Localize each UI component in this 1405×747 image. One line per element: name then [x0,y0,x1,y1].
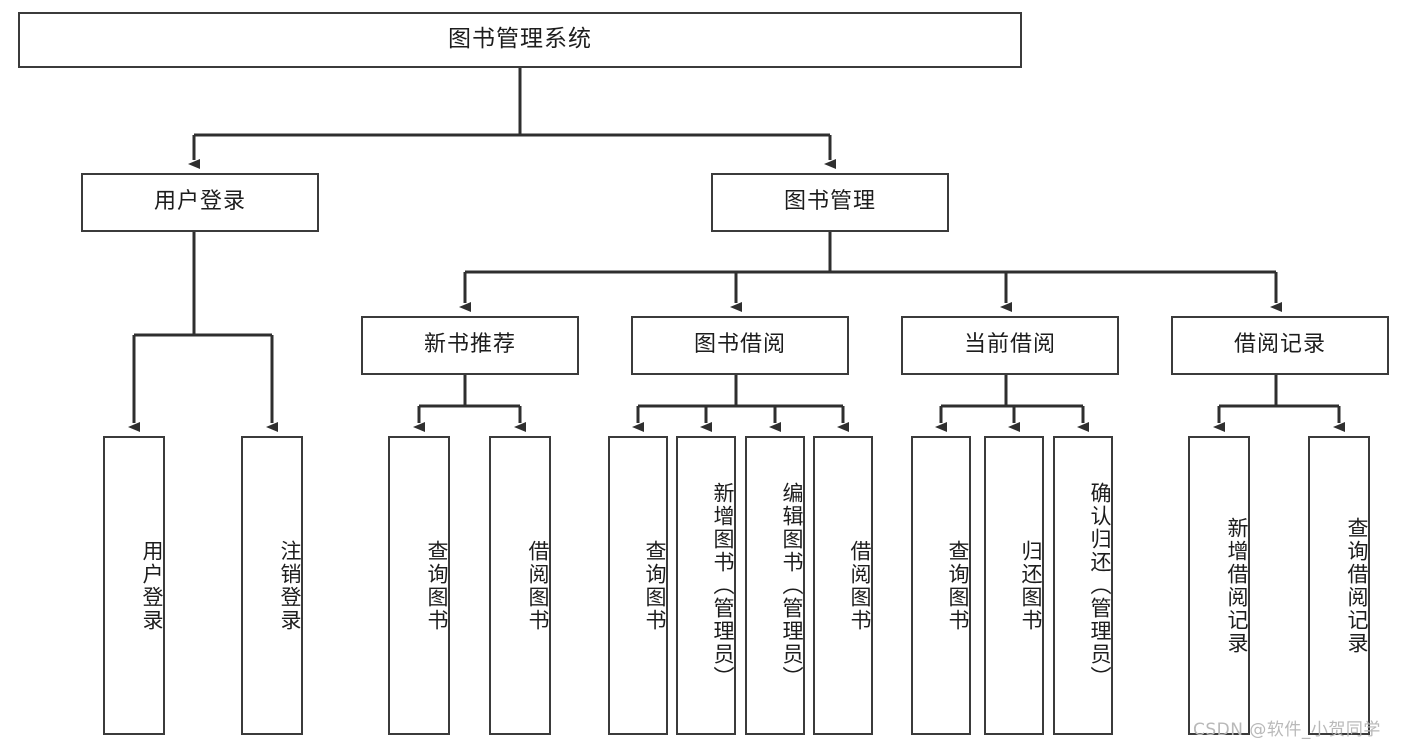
node-book-borrow-label: 图书借阅 [693,332,786,358]
node-leaf-query-book-1[interactable]: 查询图书 [388,436,450,735]
node-new-book-rec[interactable]: 新书推荐 [361,316,579,375]
node-book-manage[interactable]: 图书管理 [711,173,949,232]
node-leaf-add-book-label: 新增图书（管理员） [711,482,735,689]
node-new-book-rec-label: 新书推荐 [423,332,516,358]
node-book-manage-label: 图书管理 [783,189,876,215]
node-leaf-user-login[interactable]: 用户登录 [103,436,165,735]
node-root[interactable]: 图书管理系统 [18,12,1022,68]
node-leaf-add-record[interactable]: 新增借阅记录 [1188,436,1250,735]
node-leaf-confirm-return-label: 确认归还（管理员） [1088,482,1112,689]
node-leaf-query-book-2[interactable]: 查询图书 [608,436,668,735]
node-leaf-add-book[interactable]: 新增图书（管理员） [676,436,736,735]
node-borrow-record[interactable]: 借阅记录 [1171,316,1389,375]
node-book-borrow[interactable]: 图书借阅 [631,316,849,375]
node-leaf-confirm-return[interactable]: 确认归还（管理员） [1053,436,1113,735]
node-borrow-record-label: 借阅记录 [1233,332,1326,358]
node-leaf-query-book-2-label: 查询图书 [643,539,667,632]
node-leaf-logout-label: 注销登录 [278,539,302,632]
node-leaf-borrow-book-2[interactable]: 借阅图书 [813,436,873,735]
node-leaf-borrow-book-1-label: 借阅图书 [526,539,550,632]
node-leaf-edit-book[interactable]: 编辑图书（管理员） [745,436,805,735]
node-leaf-return-book[interactable]: 归还图书 [984,436,1044,735]
node-leaf-return-book-label: 归还图书 [1019,539,1043,632]
node-leaf-query-book-3[interactable]: 查询图书 [911,436,971,735]
node-leaf-add-record-label: 新增借阅记录 [1225,516,1249,655]
node-leaf-query-book-3-label: 查询图书 [946,539,970,632]
node-root-label: 图书管理系统 [448,26,592,53]
node-leaf-borrow-book-2-label: 借阅图书 [848,539,872,632]
node-leaf-borrow-book-1[interactable]: 借阅图书 [489,436,551,735]
node-user-login[interactable]: 用户登录 [81,173,319,232]
node-user-login-label: 用户登录 [153,189,246,215]
node-leaf-query-book-1-label: 查询图书 [425,539,449,632]
node-current-borrow[interactable]: 当前借阅 [901,316,1119,375]
node-current-borrow-label: 当前借阅 [963,332,1056,358]
node-leaf-logout[interactable]: 注销登录 [241,436,303,735]
node-leaf-query-record-label: 查询借阅记录 [1345,516,1369,655]
node-leaf-edit-book-label: 编辑图书（管理员） [780,482,804,689]
node-leaf-user-login-label: 用户登录 [140,539,164,632]
csdn-watermark: CSDN @软件_小贺同学 [1193,720,1381,740]
node-leaf-query-record[interactable]: 查询借阅记录 [1308,436,1370,735]
